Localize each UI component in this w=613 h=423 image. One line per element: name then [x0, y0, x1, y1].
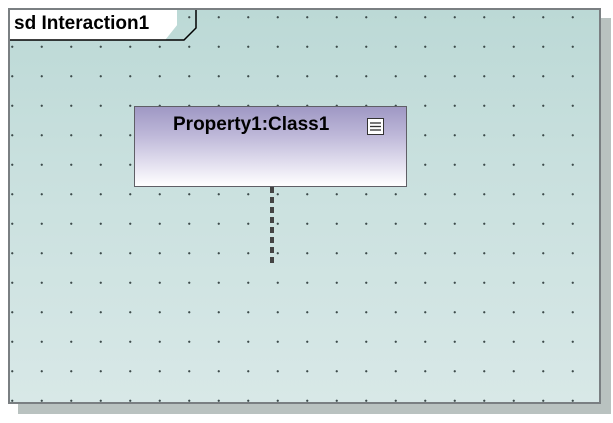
list-menu-icon[interactable] — [367, 118, 384, 135]
frame-label[interactable]: sd Interaction1 — [10, 10, 177, 40]
interaction-frame[interactable]: sd Interaction1 Property1:Class1 — [8, 8, 601, 404]
lifeline-head[interactable]: Property1:Class1 — [134, 106, 407, 187]
lifeline-name[interactable]: Property1:Class1 — [173, 114, 330, 135]
lifeline-dashed-line[interactable] — [270, 187, 274, 264]
